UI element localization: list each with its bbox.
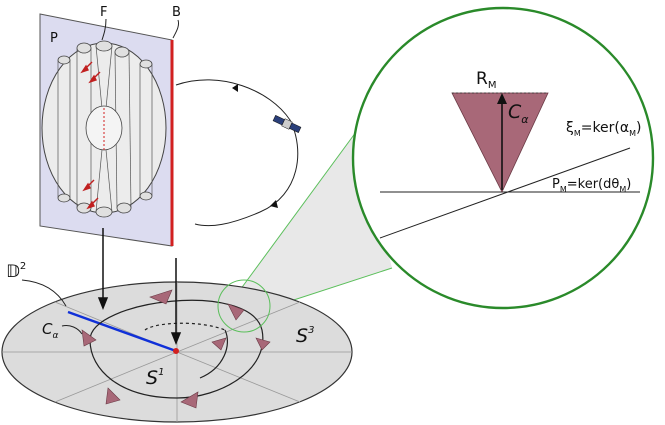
- fibration-tubes: [57, 40, 153, 218]
- label-cone-zoom: Cα: [508, 101, 529, 126]
- disk-cones: [81, 289, 271, 409]
- fibration-lines: [57, 45, 153, 213]
- zoom-beam-edge-top: [239, 131, 357, 291]
- label-xi: ξM=ker(αM): [566, 120, 642, 138]
- pointer-d2: [21, 279, 67, 307]
- label-p: PM=ker(dθM): [552, 177, 631, 194]
- disk-d2-segment: [67, 310, 177, 353]
- cone-marker: [211, 337, 227, 351]
- cone-marker: [180, 391, 199, 409]
- orbit-arrow-2: [270, 200, 278, 208]
- zoom-source-circle: [217, 279, 271, 333]
- label-binding-b: B: [172, 5, 181, 20]
- cone-marker: [105, 387, 121, 405]
- cone-marker: [81, 329, 97, 347]
- satellite-icon: [272, 115, 302, 133]
- label-disk-d2: 𝔻2: [6, 261, 26, 282]
- label-cone-left: Cα: [42, 320, 58, 341]
- pointer-f: [101, 18, 107, 41]
- projection-arrows: [97, 228, 182, 346]
- zoom-planes: [379, 147, 640, 239]
- disk-center-point: [173, 348, 179, 354]
- fibration-arrows: [80, 61, 101, 210]
- circle-s1-path: [89, 299, 264, 399]
- cone-marker: [227, 303, 245, 321]
- label-reeb-r: RM: [476, 69, 496, 91]
- cone-marker: [149, 289, 173, 305]
- label-circle-s1: S1: [146, 367, 164, 389]
- label-fibers-f: F: [100, 5, 107, 20]
- pointer-b: [172, 19, 179, 39]
- label-sphere-s3: S3: [296, 325, 314, 347]
- orbit-arrow: [232, 84, 238, 92]
- label-plane-p: P: [50, 31, 58, 46]
- reeb-vector-head: [497, 93, 507, 104]
- cone-marker: [255, 337, 271, 351]
- pointer-cone-left: [61, 325, 83, 335]
- orbit-path: [175, 79, 299, 227]
